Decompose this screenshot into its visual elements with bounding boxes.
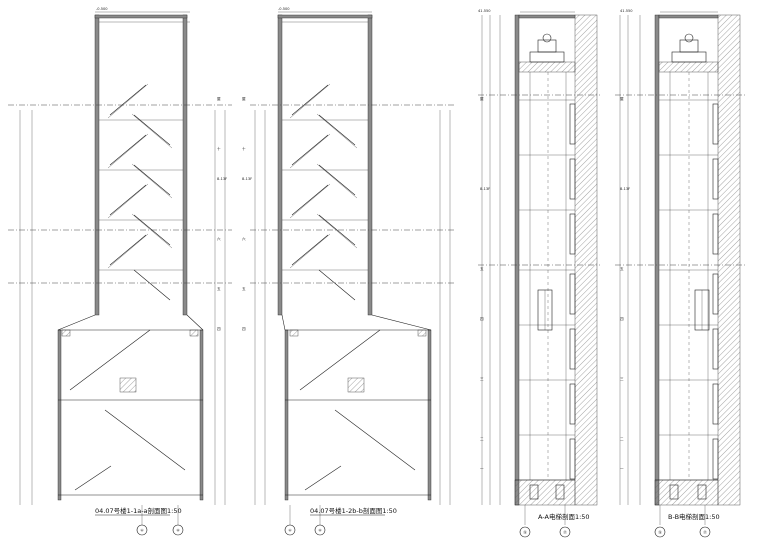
axis-bubble-2: ⑧ (176, 529, 180, 533)
svg-text:8-13F: 8-13F (620, 187, 630, 191)
svg-text:五: 五 (620, 267, 624, 271)
svg-text:四: 四 (480, 317, 484, 321)
svg-text:十: 十 (242, 146, 246, 151)
axis-bubble-3: ⑥ (288, 529, 292, 533)
axis-bubble-6: ⑰ (563, 530, 567, 535)
svg-text:六: 六 (242, 236, 246, 241)
svg-text:四: 四 (242, 327, 246, 331)
svg-text:三: 三 (480, 377, 484, 381)
svg-text:五: 五 (217, 287, 221, 291)
svg-text:六: 六 (217, 236, 221, 241)
top-elevation-3: 41.550 (478, 9, 491, 13)
svg-text:一: 一 (480, 467, 484, 471)
svg-text:8-13F: 8-13F (480, 187, 490, 191)
axis-bubble-5: ⑮ (523, 530, 527, 535)
section-caption-1: 04.07号楼1-1a-a剖面图1:50 (95, 506, 182, 515)
elevator-section-b: 屋 8-13F 五 四 三 二 一 ⑮ ⑰ B-B电梯剖面1:50 41.550 (615, 9, 745, 538)
section-caption-4: B-B电梯剖面1:50 (668, 512, 720, 521)
axis-bubble-7: ⑮ (658, 530, 662, 535)
axis-bubble-4: ⑧ (318, 529, 322, 533)
svg-text:三: 三 (620, 377, 624, 381)
top-elevation-4: 41.550 (620, 9, 633, 13)
top-elevation-2: -0.500 (278, 7, 290, 11)
svg-text:屋: 屋 (217, 96, 221, 101)
axis-bubble-8: ⑰ (703, 530, 707, 535)
section-caption-3: A-A电梯剖面1:50 (538, 512, 590, 521)
svg-text:五: 五 (242, 287, 246, 291)
svg-text:二: 二 (480, 437, 484, 441)
svg-text:二: 二 (620, 437, 624, 441)
svg-text:屋: 屋 (480, 96, 484, 101)
svg-text:屋: 屋 (620, 96, 624, 101)
svg-text:8-13F: 8-13F (242, 177, 252, 181)
top-elevation-1: -0.500 (96, 7, 108, 11)
elevator-section-a: 屋 8-13F 五 四 三 二 一 ⑮ ⑰ A-A电梯剖面1:50 41.550 (478, 9, 600, 538)
svg-text:四: 四 (620, 317, 624, 321)
svg-text:十: 十 (217, 146, 221, 151)
svg-text:屋: 屋 (242, 96, 246, 101)
stair-section-1: 屋 十 8-13F 六 五 四 ⑥ ⑧ 04.07号楼1-1a-a剖面图1:50… (8, 7, 232, 536)
svg-text:四: 四 (217, 327, 221, 331)
svg-text:一: 一 (620, 467, 624, 471)
axis-bubble-1: ⑥ (140, 529, 144, 533)
section-caption-2: 04.07号楼1-2b-b剖面图1:50 (310, 506, 397, 515)
svg-text:五: 五 (480, 267, 484, 271)
stair-section-2: 屋 十 8-13F 六 五 四 ⑥ ⑧ 04.07号楼1-2b-b剖面图1:50… (242, 7, 455, 536)
svg-text:8-13F: 8-13F (217, 177, 227, 181)
